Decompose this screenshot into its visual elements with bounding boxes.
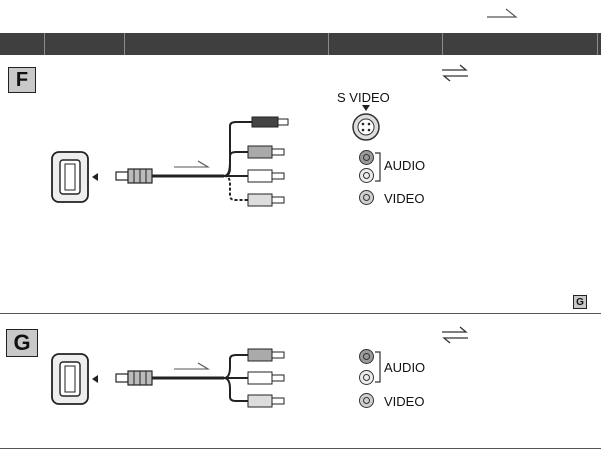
audio-label: AUDIO — [384, 158, 425, 173]
bottom-rule — [0, 448, 601, 449]
audio-jack-right-icon — [359, 370, 374, 385]
video-label: VIDEO — [384, 394, 424, 409]
camcorder-av-jack-icon — [50, 150, 100, 204]
audio-bracket-icon — [374, 351, 382, 383]
s-video-port-icon — [351, 112, 381, 142]
audio-jack-left-icon — [359, 150, 374, 165]
video-jack-icon — [359, 393, 374, 408]
bidirectional-arrow-icon — [440, 64, 470, 82]
right-arrow-outline-icon — [486, 6, 518, 20]
av-cable-g-icon — [112, 345, 312, 413]
video-jack-icon — [359, 190, 374, 205]
s-video-pointer-icon — [362, 105, 370, 111]
s-video-label: S VIDEO — [337, 90, 390, 105]
audio-jack-right-icon — [359, 168, 374, 183]
audio-jack-left-icon — [359, 349, 374, 364]
section-f-badge: F — [8, 67, 36, 93]
audio-label: AUDIO — [384, 360, 425, 375]
section-g-badge: G — [6, 329, 38, 357]
video-label: VIDEO — [384, 191, 424, 206]
av-cable-f-icon — [112, 112, 312, 212]
section-divider — [0, 313, 601, 314]
bidirectional-arrow-icon — [440, 326, 470, 344]
audio-bracket-icon — [374, 152, 382, 182]
table-header-bar — [0, 33, 601, 55]
camcorder-av-jack-icon — [50, 352, 100, 406]
section-g-reference-badge: G — [573, 295, 587, 309]
